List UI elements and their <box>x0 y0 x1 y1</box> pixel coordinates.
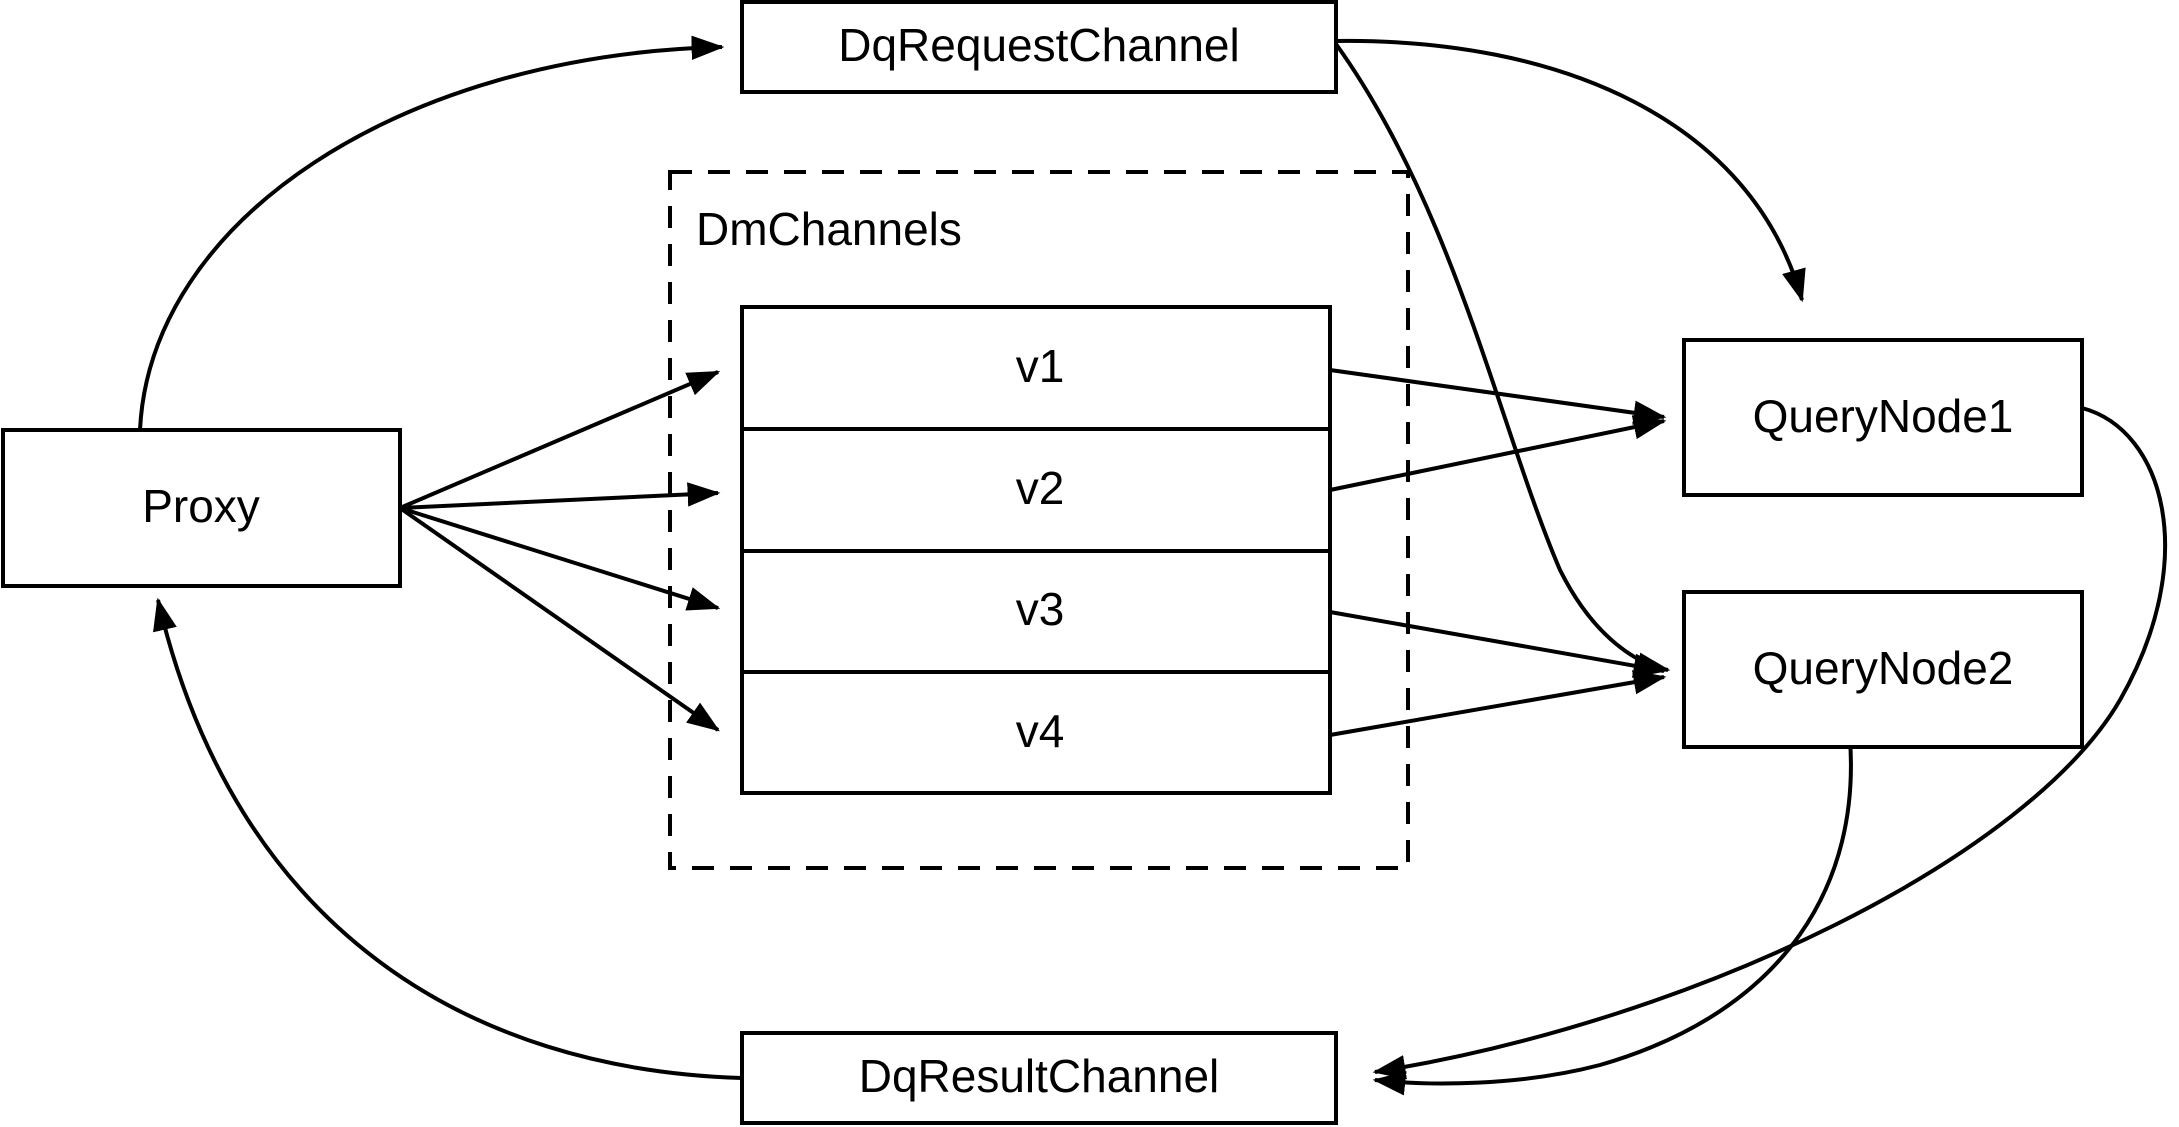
dmchannel-slot-v1[interactable]: v1 <box>1016 340 1065 392</box>
dmchannel-slot-v4[interactable]: v4 <box>1016 705 1065 757</box>
node-proxy-label: Proxy <box>142 480 260 532</box>
edge-proxy-to-v2 <box>399 482 721 510</box>
node-proxy-box[interactable] <box>1 428 402 588</box>
edge-proxy-to-v4 <box>398 506 720 732</box>
edge-dqrequestchannel-to-querynode1 <box>1335 38 1806 303</box>
node-query-node-1-box[interactable] <box>1682 338 2084 497</box>
node-dq-result-channel-label: DqResultChannel <box>859 1050 1220 1102</box>
dmchannels-group: DmChannels <box>668 170 1410 870</box>
dmchannel-slot-v3[interactable]: v3 <box>1016 583 1065 635</box>
edge-v2-to-querynode1 <box>1329 415 1667 492</box>
node-dq-result-channel-box[interactable] <box>740 1031 1338 1125</box>
edge-dqresultchannel-to-proxy <box>153 597 743 1080</box>
edge-proxy-to-v1 <box>399 370 721 510</box>
node-dq-request-channel-label: DqRequestChannel <box>838 19 1240 71</box>
node-query-node-1-label: QueryNode1 <box>1753 390 2014 442</box>
node-query-node-2[interactable]: QueryNode2 <box>1682 590 2084 749</box>
edge-layer <box>138 35 2168 1096</box>
edge-dqrequestchannel-to-querynode2 <box>1334 42 1671 677</box>
edge-v4-to-querynode2 <box>1329 670 1667 737</box>
edge-querynode1-to-dqresultchannel <box>1372 406 2168 1080</box>
dmchannels-group-label: DmChannels <box>696 203 962 255</box>
edge-querynode2-to-dqresultchannel <box>1372 739 1853 1096</box>
dmchannels-group-border <box>668 170 1410 870</box>
node-query-node-1[interactable]: QueryNode1 <box>1682 338 2084 497</box>
node-dq-request-channel-box[interactable] <box>740 0 1338 94</box>
node-query-node-2-box[interactable] <box>1682 590 2084 749</box>
edge-proxy-to-dqrequestchannel <box>138 35 725 431</box>
dmchannel-slot-v2[interactable]: v2 <box>1016 462 1065 514</box>
edge-v3-to-querynode2 <box>1329 610 1667 678</box>
node-query-node-2-label: QueryNode2 <box>1753 642 2014 694</box>
node-proxy[interactable]: Proxy <box>1 428 402 588</box>
edge-proxy-to-v3 <box>399 506 721 611</box>
edge-v1-to-querynode1 <box>1329 368 1667 425</box>
node-dq-request-channel[interactable]: DqRequestChannel <box>740 0 1338 94</box>
dmchannel-slot-stack: v1 v2 v3 v4 <box>740 305 1332 795</box>
node-dq-result-channel[interactable]: DqResultChannel <box>740 1031 1338 1125</box>
